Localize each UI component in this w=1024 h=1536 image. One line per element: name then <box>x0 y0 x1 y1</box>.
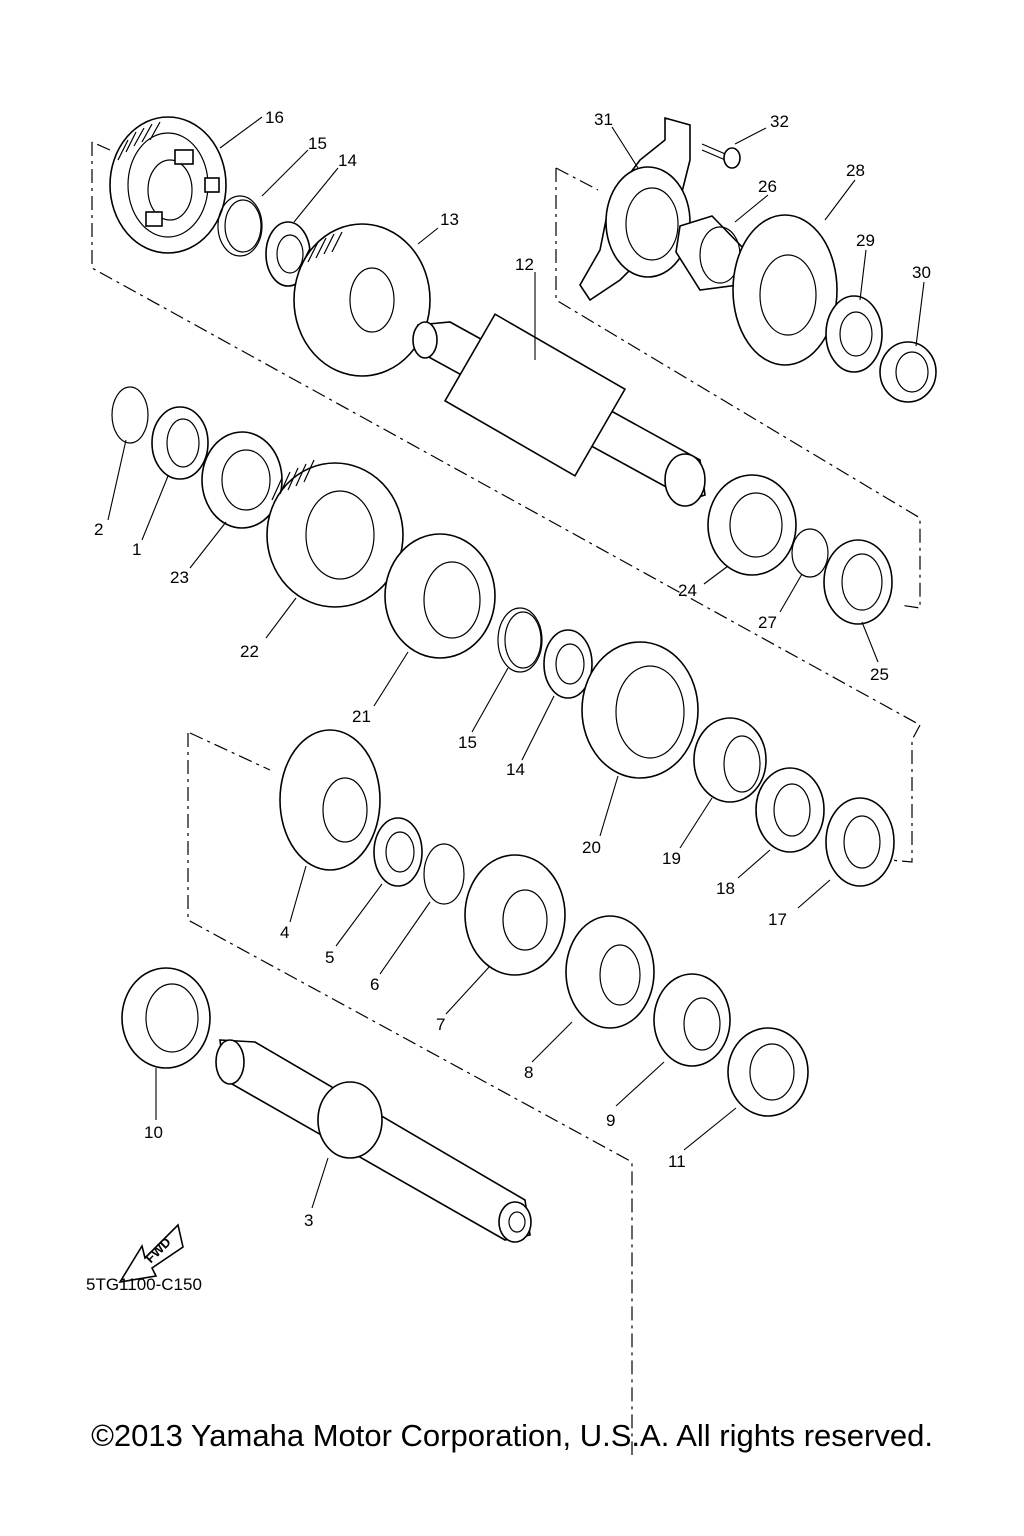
callout-29: 29 <box>856 231 875 250</box>
part-27-o-ring <box>791 528 829 578</box>
part-31-bracket <box>579 116 691 302</box>
callout-17: 17 <box>768 910 787 929</box>
part-22-gear <box>266 459 404 608</box>
callout-23: 23 <box>170 568 189 587</box>
callout-32: 32 <box>770 112 789 131</box>
callout-numbers: 16 15 14 13 12 31 32 26 28 29 30 2 1 23 … <box>94 108 931 1230</box>
part-3-drive-axle <box>215 1039 532 1243</box>
callout-15b: 15 <box>458 733 477 752</box>
part-8-gear <box>565 915 655 1029</box>
callout-27: 27 <box>758 613 777 632</box>
part-15-circlip <box>217 195 263 257</box>
callout-1: 1 <box>132 540 141 559</box>
part-1-collar <box>151 406 209 480</box>
callout-21: 21 <box>352 707 371 726</box>
callout-5: 5 <box>325 948 334 967</box>
group-brackets <box>91 141 921 1455</box>
part-11-bearing <box>727 1027 809 1117</box>
part-15-circlip-b <box>497 607 543 673</box>
callout-8: 8 <box>524 1063 533 1082</box>
part-6-circlip <box>423 843 465 905</box>
part-7-gear <box>464 854 566 976</box>
leader-lines <box>107 116 925 1209</box>
callout-25: 25 <box>870 665 889 684</box>
fwd-arrow-icon: FWD <box>118 1223 184 1284</box>
callout-18: 18 <box>716 879 735 898</box>
callout-28: 28 <box>846 161 865 180</box>
part-17-lock-washer <box>825 797 895 887</box>
callout-19: 19 <box>662 849 681 868</box>
callout-7: 7 <box>436 1015 445 1034</box>
part-2-circlip <box>111 386 149 444</box>
part-5-washer <box>373 817 423 887</box>
part-21-gear <box>384 533 496 659</box>
part-24-bearing <box>707 474 797 576</box>
part-29-washer <box>825 295 883 373</box>
callout-11: 11 <box>668 1152 686 1171</box>
part-32-bolt <box>701 143 741 169</box>
callout-10: 10 <box>144 1123 163 1142</box>
callout-26: 26 <box>758 177 777 196</box>
callout-30: 30 <box>912 263 931 282</box>
callout-14: 14 <box>338 151 357 170</box>
callout-24: 24 <box>678 581 697 600</box>
callout-12: 12 <box>515 255 534 274</box>
part-19-collar <box>693 717 767 803</box>
callout-13: 13 <box>440 210 459 229</box>
callout-9: 9 <box>606 1111 615 1130</box>
callout-3: 3 <box>304 1211 313 1230</box>
part-25-oil-seal <box>823 539 893 625</box>
part-16-gear <box>109 116 227 254</box>
part-12-main-axle <box>412 313 706 507</box>
part-10-bearing <box>121 967 211 1069</box>
callout-31: 31 <box>594 110 613 129</box>
part-9-gear <box>653 973 731 1067</box>
callout-22: 22 <box>240 642 259 661</box>
callout-6: 6 <box>370 975 379 994</box>
callout-4: 4 <box>280 923 289 942</box>
callout-20: 20 <box>582 838 601 857</box>
part-28-sprocket <box>732 214 838 366</box>
part-code-label: 5TG1100-C150 <box>86 1275 202 1294</box>
part-23-bearing <box>201 431 283 529</box>
callout-15: 15 <box>308 134 327 153</box>
part-30-nut <box>879 341 937 403</box>
part-14-washer-b <box>543 629 593 699</box>
callout-14b: 14 <box>506 760 525 779</box>
callout-16: 16 <box>265 108 284 127</box>
part-13-gear <box>293 223 431 377</box>
callout-2: 2 <box>94 520 103 539</box>
copyright-notice: ©2013 Yamaha Motor Corporation, U.S.A. A… <box>91 1418 933 1453</box>
part-4-gear <box>279 729 381 871</box>
part-20-gear <box>581 641 699 779</box>
part-18-lock-washer <box>755 767 825 853</box>
